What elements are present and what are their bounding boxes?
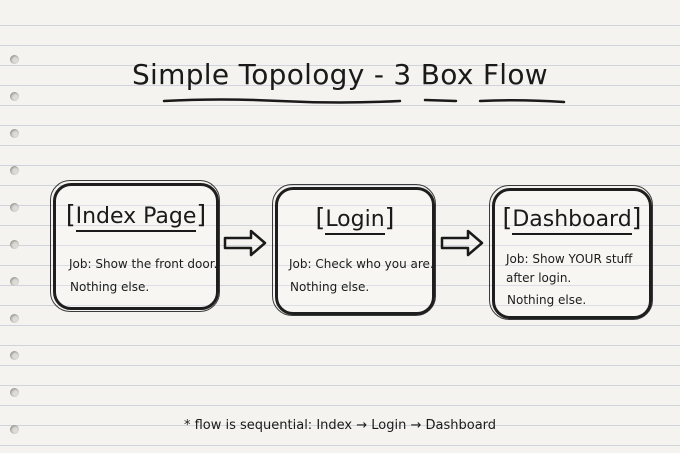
dashboard-box: [Dashboard] Job: Show YOUR stuff after l… xyxy=(492,188,652,319)
flow-footnote: * flow is sequential: Index → Login → Da… xyxy=(183,418,497,433)
index-box-sketch-frame xyxy=(50,180,220,312)
login-note-line: Nothing else. xyxy=(290,280,370,294)
binder-hole xyxy=(10,240,19,249)
binder-holes xyxy=(0,0,30,453)
login-box-title: [Login] xyxy=(278,203,432,235)
login-job-line: Job: Check who you are. xyxy=(289,257,434,271)
dashboard-box-title: [Dashboard] xyxy=(495,203,649,235)
binder-hole xyxy=(10,277,19,286)
binder-hole xyxy=(10,203,19,212)
binder-hole xyxy=(10,351,19,360)
index-page-box-title: [Index Page] xyxy=(56,200,216,232)
binder-hole xyxy=(10,55,19,64)
login-box-sketch-frame xyxy=(272,184,436,316)
binder-hole xyxy=(10,129,19,138)
title-underline xyxy=(162,98,566,104)
index-page-note-line: Nothing else. xyxy=(70,280,150,294)
index-page-label: Index Page xyxy=(75,204,197,232)
diagram-title: Simple Topology - 3 Box Flow xyxy=(131,58,549,91)
binder-hole xyxy=(10,388,19,397)
flow-arrow-index-to-login xyxy=(223,229,267,257)
dashboard-box-sketch-frame xyxy=(489,185,653,320)
dashboard-note-line: Nothing else. xyxy=(507,293,587,307)
binder-hole xyxy=(10,314,19,323)
binder-hole xyxy=(10,166,19,175)
index-page-job-line: Job: Show the front door. xyxy=(69,257,218,271)
index-page-box: [Index Page] Job: Show the front door. N… xyxy=(53,183,219,310)
login-label: Login xyxy=(325,207,385,235)
dashboard-label: Dashboard xyxy=(512,207,632,235)
flow-arrow-login-to-dashboard xyxy=(440,229,484,257)
binder-hole xyxy=(10,425,19,434)
dashboard-job-line-continued: after login. xyxy=(506,271,572,285)
dashboard-job-line: Job: Show YOUR stuff xyxy=(506,252,633,266)
binder-hole xyxy=(10,92,19,101)
login-box: [Login] Job: Check who you are. Nothing … xyxy=(275,187,435,315)
